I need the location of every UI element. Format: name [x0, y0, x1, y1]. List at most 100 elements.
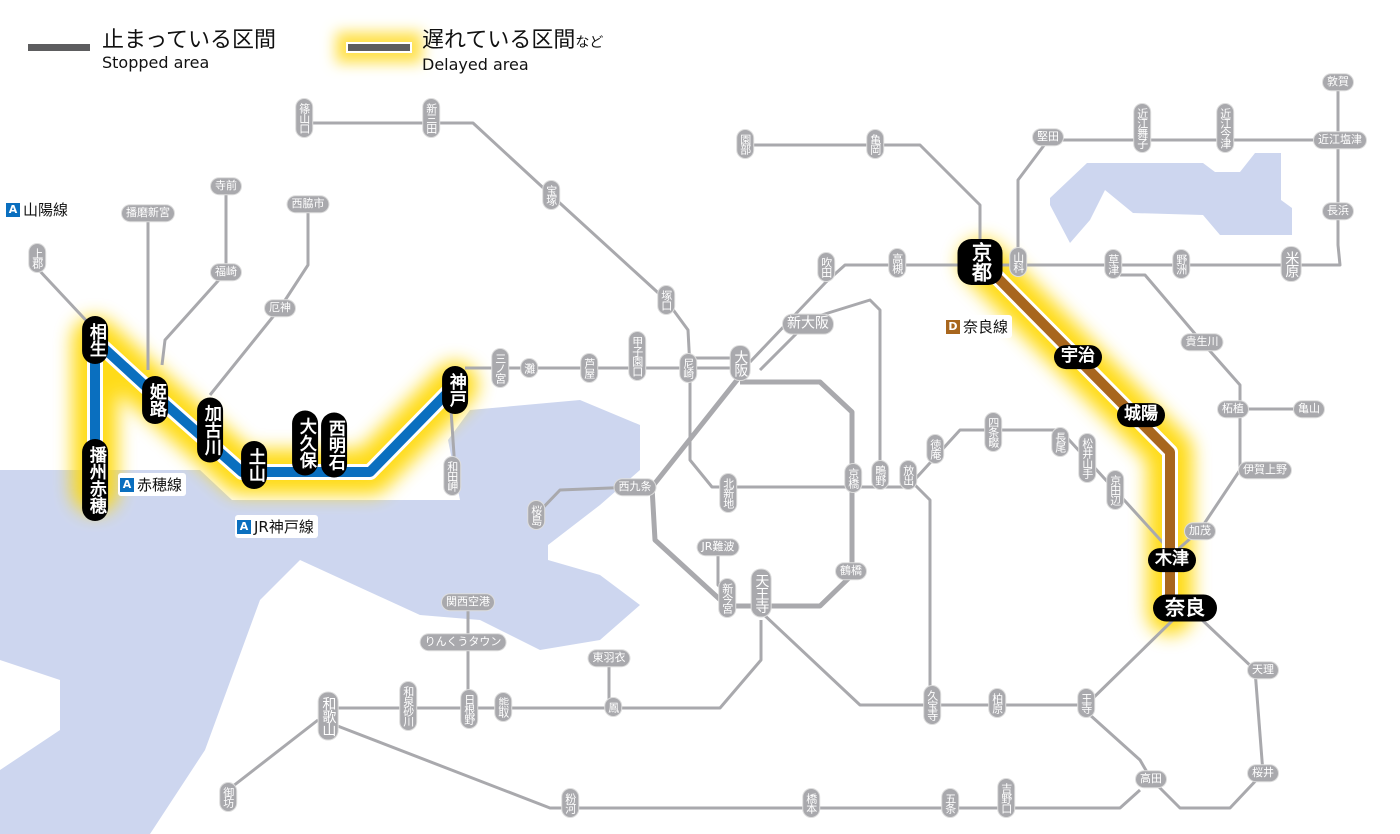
station-maibara[interactable]: 米原	[1281, 247, 1301, 281]
station-shinimamiya[interactable]: 新今宮	[719, 579, 735, 617]
stopped-label-jp: 止まっている区間	[102, 28, 277, 53]
station-izumisunagawa[interactable]: 和泉砂川	[400, 682, 416, 730]
station-kyotanabe[interactable]: 京田辺	[1107, 471, 1123, 509]
lake-biwa	[1050, 153, 1292, 243]
station-kyobashi[interactable]: 京橋	[845, 464, 861, 492]
line-badge: A	[6, 202, 20, 217]
station-kyuhoji[interactable]: 久宝寺	[924, 686, 940, 724]
station-shijonawate[interactable]: 四条畷	[985, 413, 1001, 451]
station-yoshinoguchi[interactable]: 吉野口	[998, 779, 1014, 817]
station-kumatori[interactable]: 熊取	[495, 693, 511, 721]
station-shinsanda[interactable]: 新三田	[423, 99, 439, 137]
station-yamashina[interactable]: 山科	[1010, 248, 1026, 276]
line-badge: A	[120, 477, 134, 492]
station-kamo[interactable]: 加茂	[1185, 523, 1215, 539]
station-kashiwara[interactable]: 柏原	[989, 689, 1005, 717]
station-tsuruga[interactable]: 敦賀	[1323, 74, 1353, 90]
station-joyo[interactable]: 城陽	[1117, 403, 1165, 427]
station-osaka[interactable]: 大阪	[730, 346, 750, 380]
station-kakogawa[interactable]: 加古川	[197, 397, 223, 463]
station-nishiwakishi[interactable]: 西脇市	[287, 196, 329, 212]
station-kameyama[interactable]: 亀山	[1294, 401, 1324, 417]
station-sannomiya[interactable]: 三ノ宮	[492, 349, 508, 387]
station-kyoto[interactable]: 京都	[957, 239, 1003, 285]
station-nagahama[interactable]: 長浜	[1323, 203, 1353, 219]
station-suita[interactable]: 吹田	[818, 253, 834, 281]
station-gobo[interactable]: 御坊	[220, 783, 236, 811]
station-hashimoto[interactable]: 橋本	[803, 789, 819, 817]
station-amagasaki[interactable]: 尼崎	[680, 354, 696, 382]
station-tenri[interactable]: 天理	[1248, 662, 1278, 678]
station-matsuiyamate[interactable]: 松井山手	[1079, 434, 1095, 482]
station-takarazuka[interactable]: 宝塚	[543, 181, 559, 209]
station-fukusaki[interactable]: 福崎	[211, 264, 241, 280]
station-hineno[interactable]: 日根野	[461, 690, 477, 728]
station-takada[interactable]: 高田	[1136, 771, 1166, 787]
station-kamigori[interactable]: 上郡	[29, 244, 45, 272]
station-kameoka[interactable]: 亀岡	[867, 130, 883, 158]
station-rinku[interactable]: りんくうタウン	[420, 634, 506, 650]
network-lines	[35, 82, 1342, 810]
station-okubo[interactable]: 大久保	[292, 410, 318, 476]
station-yakujin[interactable]: 厄神	[265, 300, 295, 316]
station-tsuchiyama[interactable]: 土山	[241, 441, 267, 489]
station-takatsuki[interactable]: 高槻	[889, 249, 905, 277]
station-koshienguchi[interactable]: 甲子園口	[629, 332, 645, 380]
station-himeji[interactable]: 姫路	[142, 376, 168, 424]
station-tsuge[interactable]: 柘植	[1218, 401, 1248, 417]
station-nara[interactable]: 奈良	[1153, 594, 1217, 622]
station-banshuako[interactable]: 播州赤穂	[82, 439, 108, 521]
delayed-label-jp: 遅れている区間など	[422, 28, 603, 56]
station-nada[interactable]: 灘	[521, 359, 537, 377]
station-tennoji[interactable]: 天王寺	[751, 569, 771, 617]
station-jrnamba[interactable]: JR難波	[697, 539, 739, 555]
station-nishikujo[interactable]: 西九条	[614, 479, 656, 495]
station-kanku[interactable]: 関西空港	[442, 594, 494, 610]
delayed-label-suffix: など	[575, 35, 604, 51]
station-wadamisaki[interactable]: 和田岬	[444, 457, 460, 495]
water-areas	[0, 153, 1292, 834]
station-kizu[interactable]: 木津	[1148, 548, 1196, 572]
station-sakurajima[interactable]: 桜島	[528, 501, 544, 529]
station-sakurai[interactable]: 桜井	[1248, 765, 1278, 781]
station-ashiya[interactable]: 芦屋	[581, 354, 597, 382]
station-katata[interactable]: 堅田	[1033, 129, 1063, 145]
station-omiimazu[interactable]: 近江今津	[1217, 104, 1233, 152]
station-hanaten[interactable]: 放出	[900, 461, 916, 489]
station-harimashingu[interactable]: 播磨新宮	[122, 205, 174, 221]
line-name: JR神戸線	[254, 518, 314, 536]
station-kobe[interactable]: 神戸	[442, 366, 468, 414]
line-badge: A	[237, 519, 251, 534]
station-kusatsu[interactable]: 草津	[1105, 250, 1121, 278]
station-igaueno[interactable]: 伊賀上野	[1239, 462, 1291, 478]
station-yasu[interactable]: 野洲	[1173, 250, 1189, 278]
station-kitashinchi[interactable]: 北新地	[720, 474, 736, 512]
station-uji[interactable]: 宇治	[1054, 345, 1102, 369]
station-omishiotsu[interactable]: 近江塩津	[1314, 132, 1366, 148]
station-sonobe[interactable]: 園部	[737, 130, 753, 158]
station-kibukawa[interactable]: 貴生川	[1181, 334, 1223, 350]
station-tsuruhashi[interactable]: 鶴橋	[836, 563, 866, 579]
station-tsukaguchi[interactable]: 塚口	[658, 286, 674, 314]
station-gojo[interactable]: 五条	[942, 789, 958, 817]
line-name: 山陽線	[23, 201, 69, 219]
station-wakayama[interactable]: 和歌山	[318, 692, 338, 740]
station-nagao[interactable]: 長尾	[1052, 428, 1068, 456]
station-shinosaka[interactable]: 新大阪	[783, 314, 833, 334]
station-aioi[interactable]: 相生	[82, 316, 108, 364]
station-kokawa[interactable]: 粉河	[562, 789, 578, 817]
station-sasayamaguchi[interactable]: 篠山口	[296, 99, 312, 137]
station-higashihagoromo[interactable]: 東羽衣	[588, 650, 630, 666]
station-oji[interactable]: 王寺	[1078, 689, 1094, 717]
station-nishiakashi[interactable]: 西明石	[321, 412, 347, 478]
station-shigino[interactable]: 鴫野	[872, 461, 888, 489]
station-omimaiko[interactable]: 近江舞子	[1134, 104, 1150, 152]
station-tokuan[interactable]: 徳庵	[927, 435, 943, 463]
legend-delayed: 遅れている区間など Delayed area	[348, 28, 603, 74]
station-otori[interactable]: 鳳	[605, 698, 621, 716]
station-teramae[interactable]: 寺前	[211, 178, 241, 194]
